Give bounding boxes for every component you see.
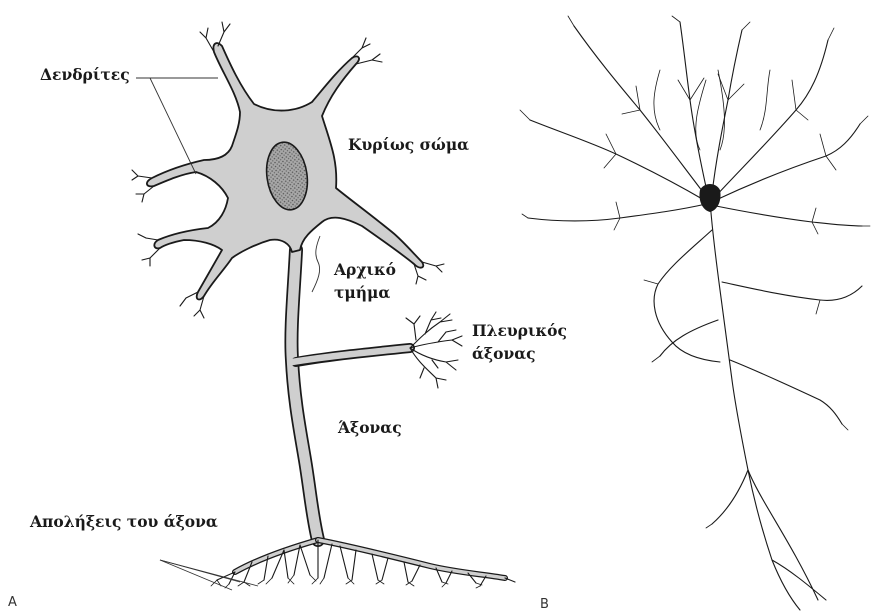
label-initial-segment-1: Αρχικό xyxy=(333,260,396,279)
initial-segment-bracket xyxy=(312,236,320,292)
label-axon-collateral-1: Πλευρικός xyxy=(472,321,567,340)
label-axon-terminals: Απολήξεις του άξονα xyxy=(29,512,218,531)
traced-upper-dendrites xyxy=(520,16,868,200)
schematic-neuron: Δενδρίτες Κυρίως σώμα Αρχικό τμήμα Πλευρ… xyxy=(8,22,567,610)
panel-label-b: B xyxy=(540,597,549,612)
traced-basal-dendrites xyxy=(522,202,870,528)
axon-terminals xyxy=(211,540,515,588)
traced-neuron: B xyxy=(520,16,870,612)
label-axon-collateral-2: άξονας xyxy=(472,344,536,363)
traced-soma xyxy=(699,184,720,212)
panel-label-a: A xyxy=(8,595,17,610)
axon-shaft xyxy=(291,250,318,540)
label-initial-segment-2: τμήμα xyxy=(334,283,390,302)
label-cell-body: Κυρίως σώμα xyxy=(348,135,469,154)
axon-collateral xyxy=(292,312,462,388)
label-axon: Άξονας xyxy=(337,418,402,437)
label-dendrites: Δενδρίτες xyxy=(40,65,130,84)
traced-axon xyxy=(710,200,800,610)
